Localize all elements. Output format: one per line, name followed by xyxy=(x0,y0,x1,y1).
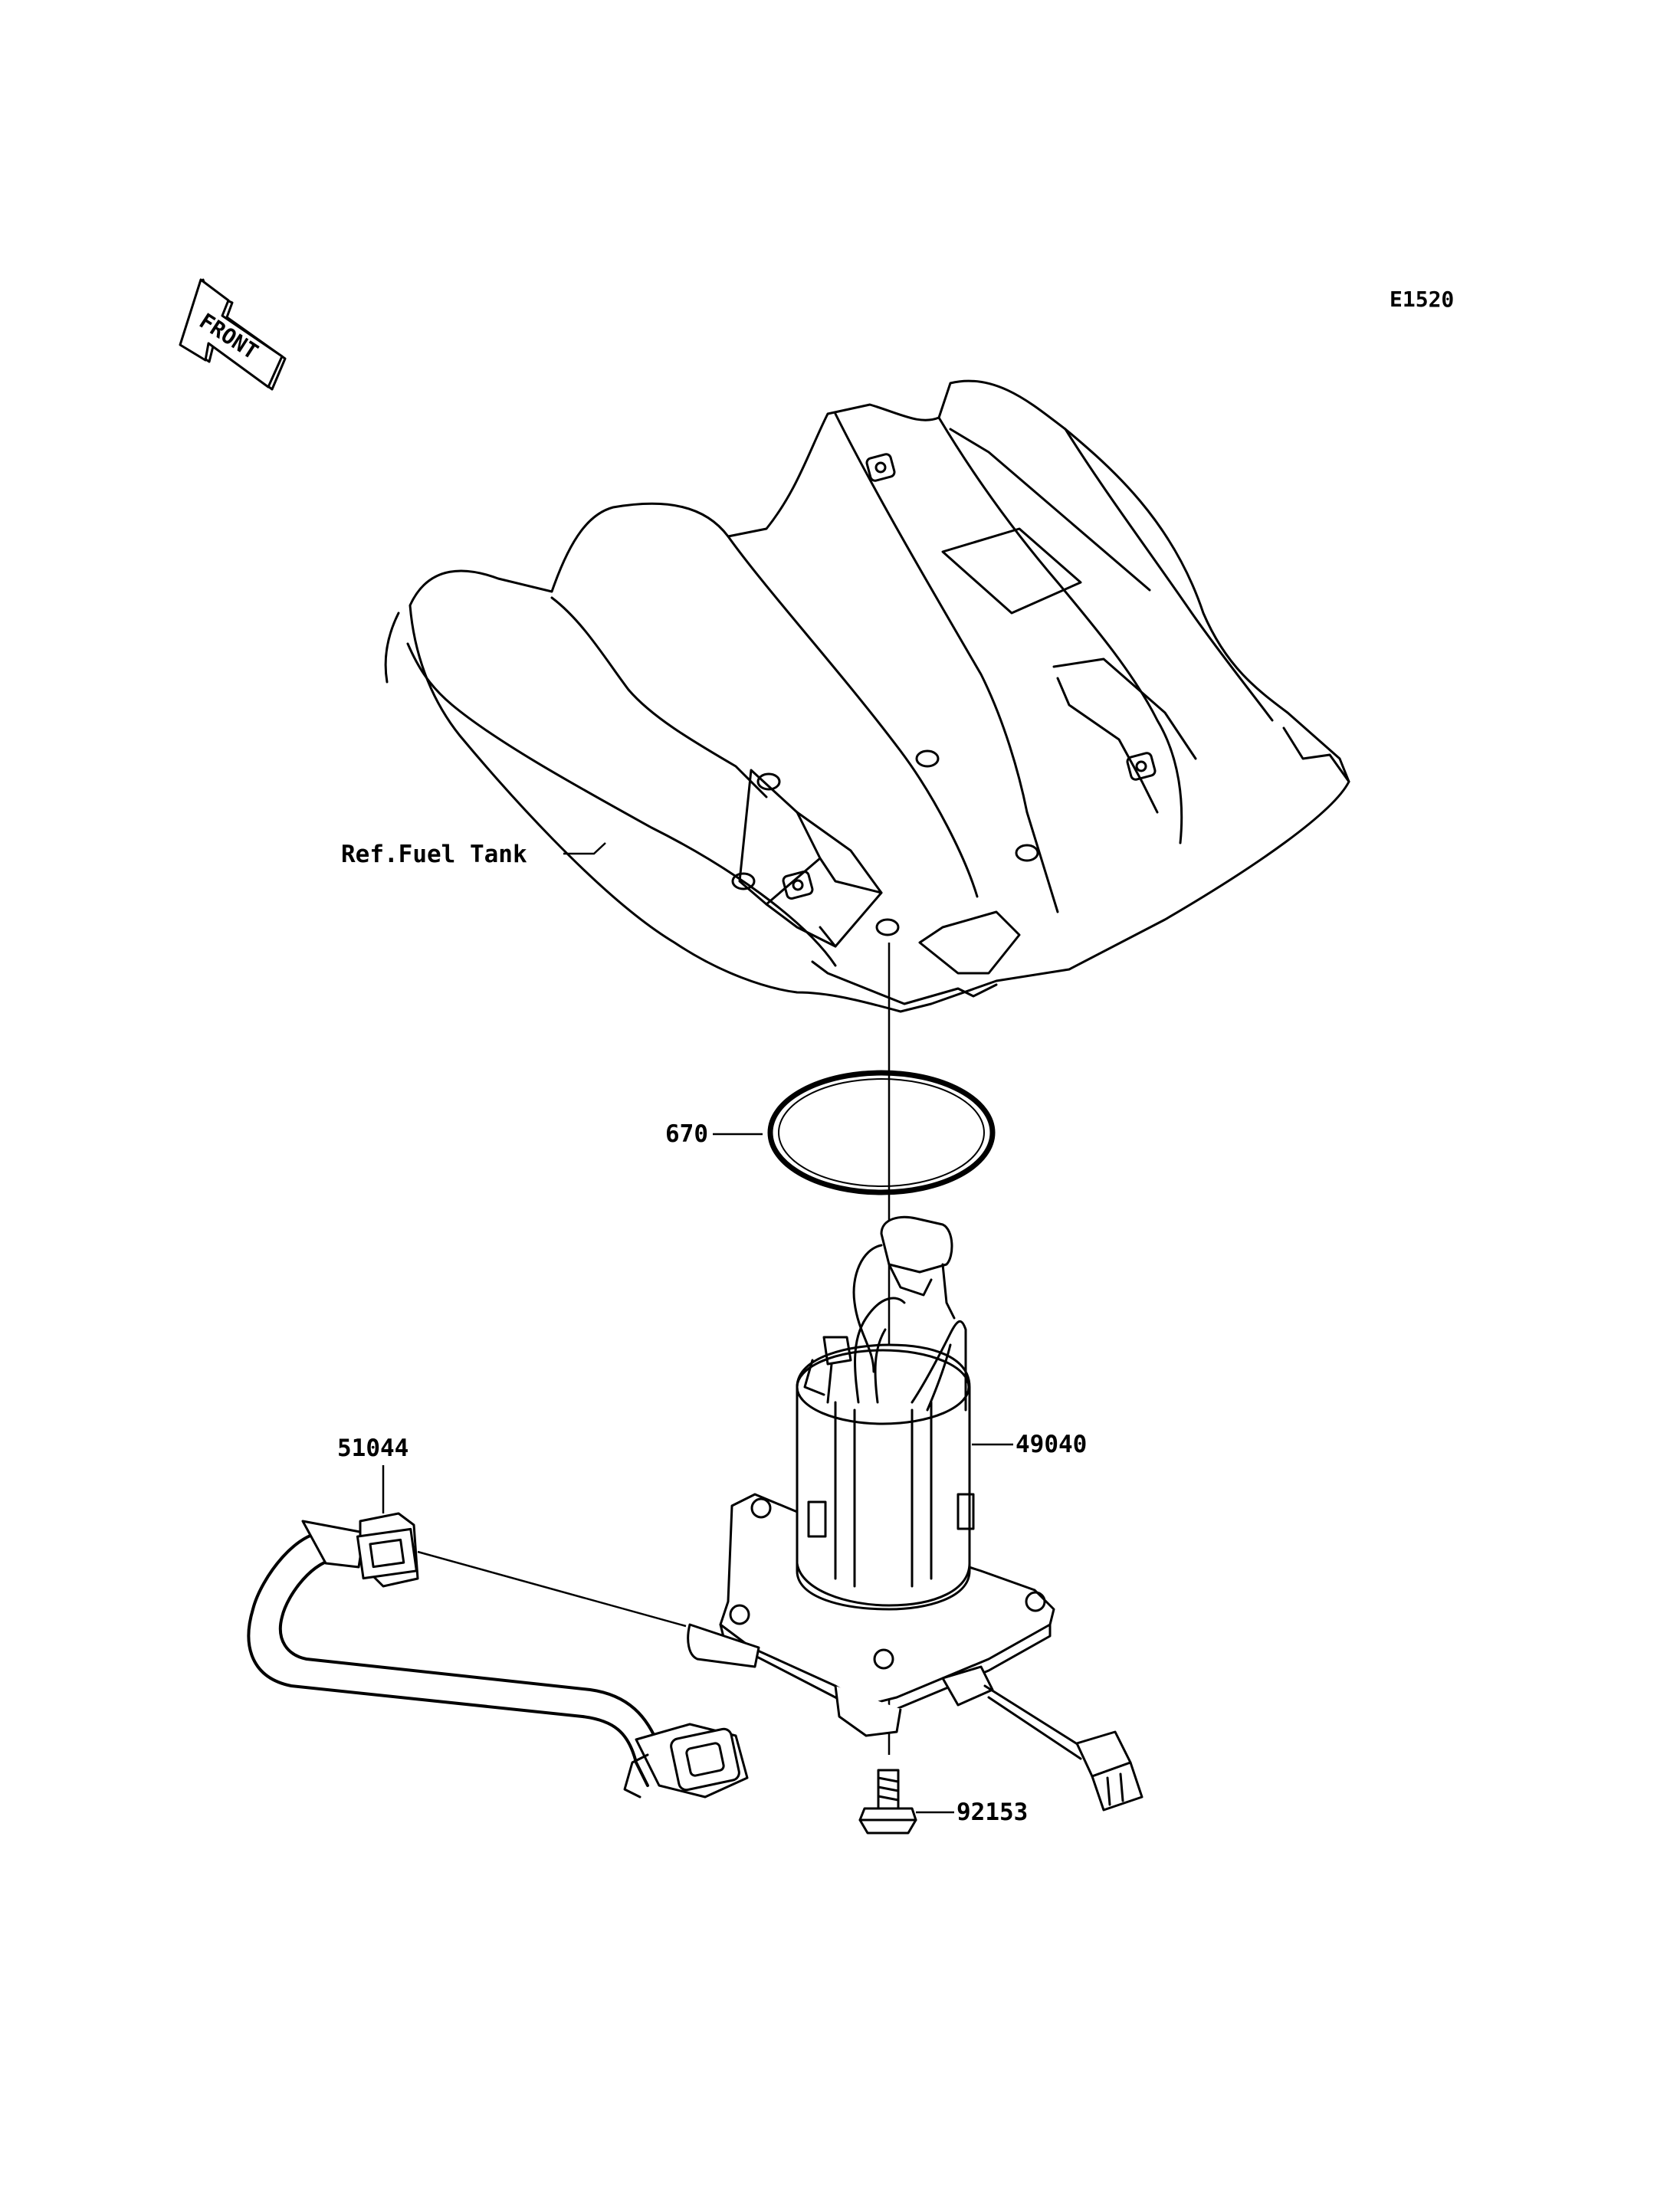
bolt-label: 92153 xyxy=(956,1799,1028,1826)
fuel-tank-leader xyxy=(563,842,606,855)
fuel-hose-drawing xyxy=(247,1512,749,1799)
fuel-pump-label: 49040 xyxy=(1016,1431,1087,1458)
bolt-drawing xyxy=(858,1769,917,1835)
o-ring-label: 670 xyxy=(665,1120,708,1148)
fuel-tank-label: Ref.Fuel Tank xyxy=(341,841,527,868)
o-ring-drawing xyxy=(767,1070,996,1195)
front-direction-arrow-icon: FRONT xyxy=(179,278,287,391)
fuel-tank-drawing xyxy=(384,379,1350,1013)
fuel-hose-label: 51044 xyxy=(337,1435,409,1462)
fuel-pump-drawing xyxy=(687,1215,1144,1812)
diagram-code: E1520 xyxy=(1390,287,1454,312)
